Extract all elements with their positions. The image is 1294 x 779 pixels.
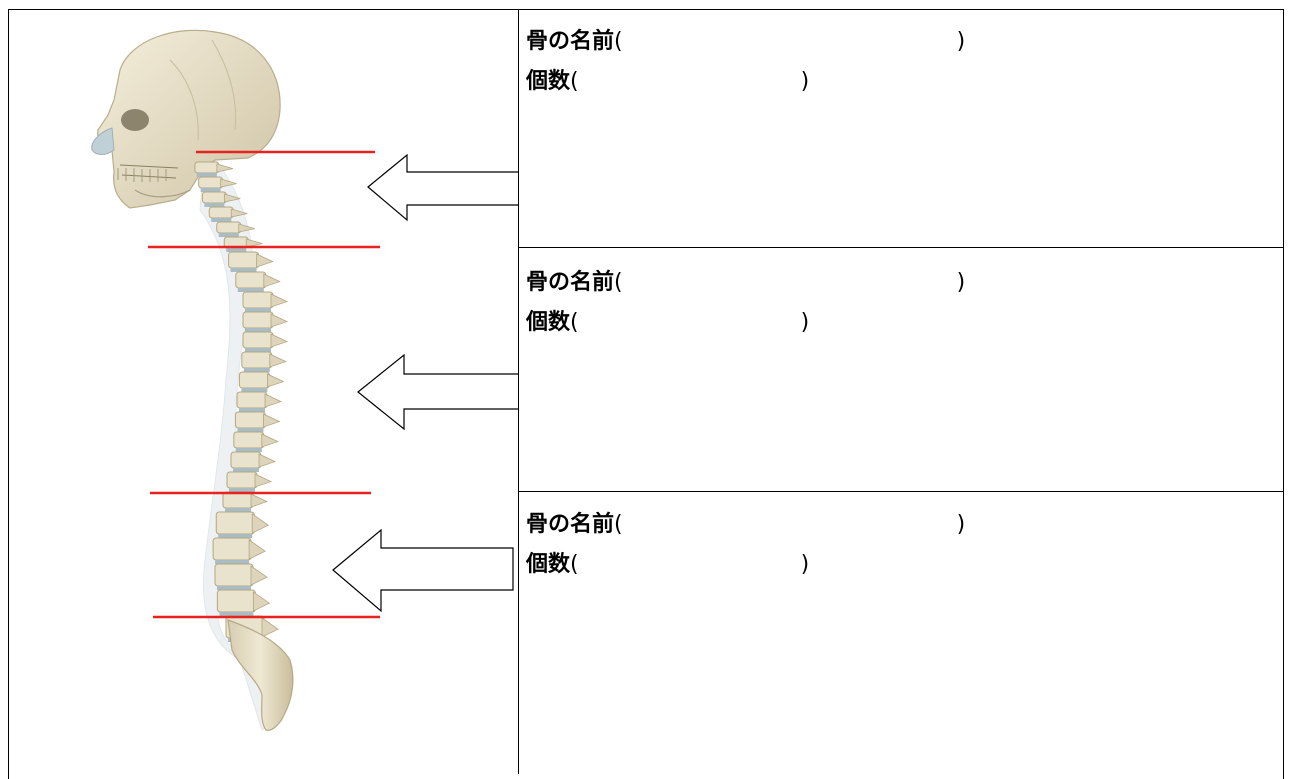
open-paren: ( bbox=[614, 22, 623, 62]
close-paren: ) bbox=[957, 263, 966, 303]
row-divider-2 bbox=[518, 491, 1284, 492]
bone-name-line: 骨の名前 ( ) bbox=[526, 263, 1266, 303]
count-line: 個数 ( ) bbox=[526, 62, 1266, 102]
bone-name-label: 骨の名前 bbox=[526, 22, 614, 62]
column-divider bbox=[518, 9, 519, 774]
open-paren: ( bbox=[570, 62, 579, 102]
bone-name-label: 骨の名前 bbox=[526, 263, 614, 303]
open-paren: ( bbox=[614, 505, 623, 545]
close-paren: ) bbox=[957, 505, 966, 545]
close-paren: ) bbox=[801, 303, 810, 343]
row-divider-1 bbox=[518, 247, 1284, 248]
count-line: 個数 ( ) bbox=[526, 545, 1266, 585]
close-paren: ) bbox=[957, 22, 966, 62]
table-outline bbox=[8, 9, 1284, 779]
open-paren: ( bbox=[570, 303, 579, 343]
count-label: 個数 bbox=[526, 303, 570, 343]
close-paren: ) bbox=[801, 62, 810, 102]
answer-cell-lumbar: 骨の名前 ( ) 個数 ( ) bbox=[526, 505, 1266, 585]
answer-cell-cervical: 骨の名前 ( ) 個数 ( ) bbox=[526, 22, 1266, 102]
count-line: 個数 ( ) bbox=[526, 303, 1266, 343]
bone-name-label: 骨の名前 bbox=[526, 505, 614, 545]
bone-name-line: 骨の名前 ( ) bbox=[526, 22, 1266, 62]
open-paren: ( bbox=[570, 545, 579, 585]
count-label: 個数 bbox=[526, 62, 570, 102]
open-paren: ( bbox=[614, 263, 623, 303]
answer-cell-thoracic: 骨の名前 ( ) 個数 ( ) bbox=[526, 263, 1266, 343]
bone-name-line: 骨の名前 ( ) bbox=[526, 505, 1266, 545]
count-label: 個数 bbox=[526, 545, 570, 585]
close-paren: ) bbox=[801, 545, 810, 585]
